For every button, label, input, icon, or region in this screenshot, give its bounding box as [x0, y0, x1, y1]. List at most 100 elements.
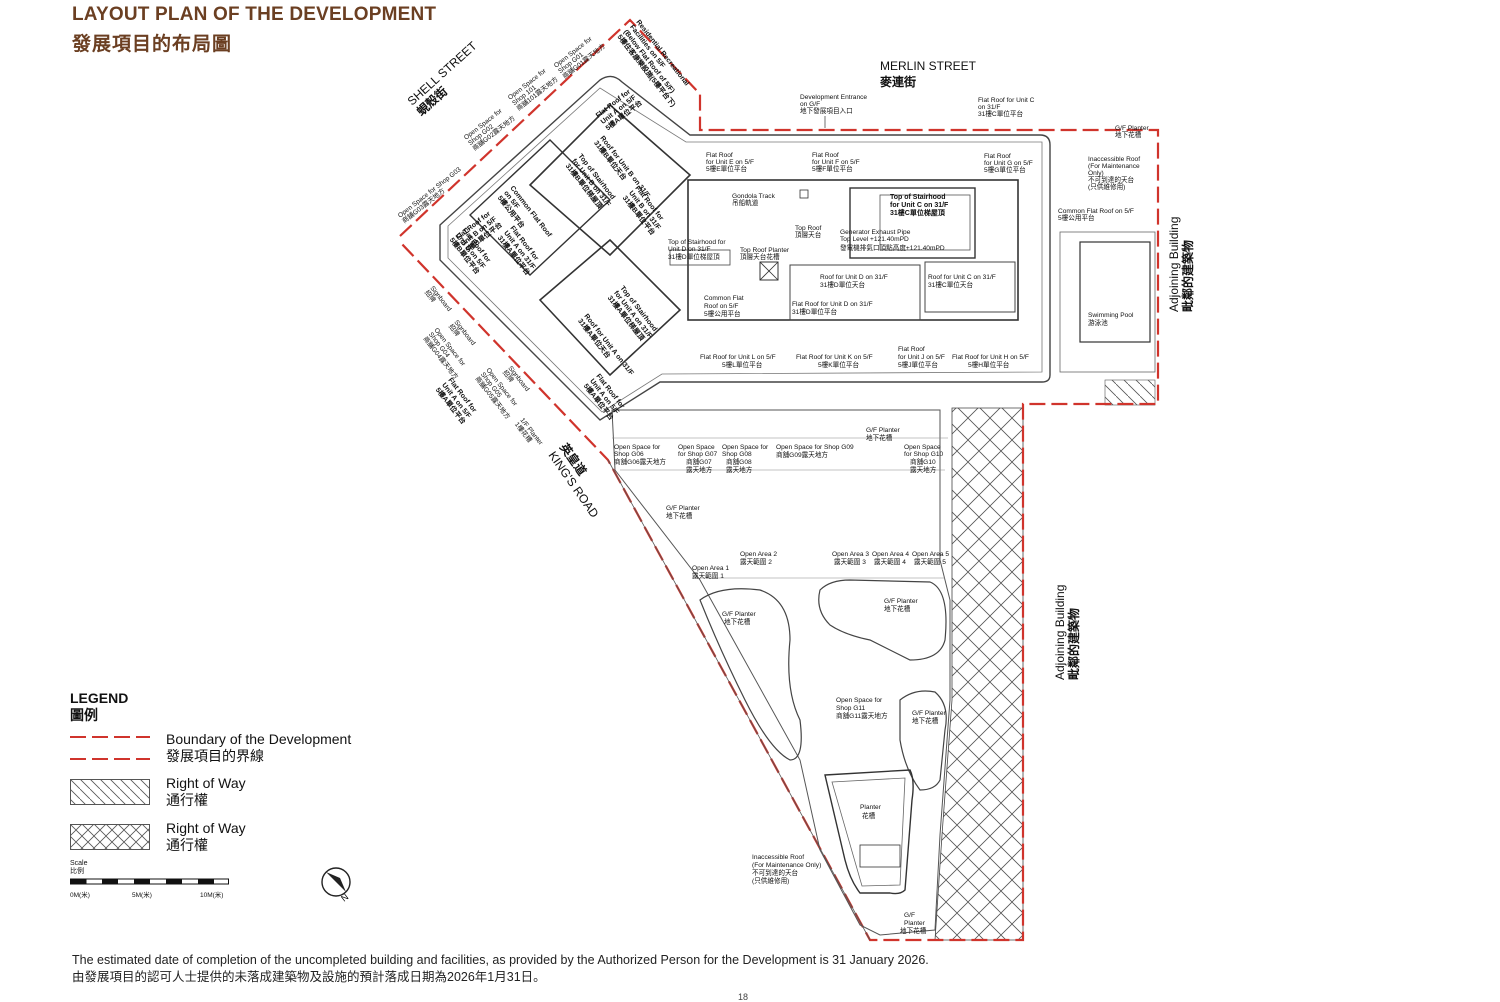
label-fr-f-2: for Unit F on 5/F [812, 159, 860, 166]
label-top-roof-zh: 頂層天台 [795, 230, 822, 239]
label-os-g07-zh-2: 露天地方 [686, 465, 713, 474]
label-gf-planter-6: G/F Planter [912, 710, 947, 717]
legend-boundary-zh: 發展項目的界線 [166, 748, 264, 764]
label-gf-planter-7: G/F [904, 912, 915, 919]
label-planter: Planter [860, 804, 882, 811]
label-os-g06-zh: 商舖G06露天地方 [614, 457, 666, 466]
label-os-g10-zh-2: 露天地方 [910, 465, 937, 474]
label-gondola: Gondola Track [732, 193, 776, 200]
label-inaccessible-zh-2: (只供維修用) [1088, 182, 1125, 191]
label-fr-e: Flat Roof [706, 152, 733, 159]
label-open-area-1-zh: 露天範圍 1 [692, 571, 724, 580]
plaza-boundary [611, 409, 951, 936]
label-fr-f-zh: 5樓F單位平台 [812, 164, 853, 173]
unit-d-roof-box [789, 264, 921, 321]
label-gf-planter-7-2: Planter [904, 920, 926, 927]
label-gf-planter-3: G/F Planter [666, 505, 701, 512]
scale-bar-graphic [70, 878, 229, 885]
label-os-g06: Open Space for [614, 444, 661, 451]
podium-inner-outline [447, 87, 1043, 413]
label-fr-c-zh: 31樓C單位平台 [978, 109, 1023, 118]
label-common-flat-2: Roof on 5/F [704, 303, 738, 310]
label-gf-planter-6-zh: 地下花槽 [912, 716, 939, 725]
label-swimming-pool: Swimming Pool [1088, 312, 1134, 319]
scale-tick-10: 10M(米) [200, 892, 224, 899]
tower-block-core [849, 187, 976, 259]
label-top-roof-planter-zh: 頂層天台花槽 [740, 252, 780, 261]
label-roof-c: Roof for Unit C on 31/F [928, 274, 996, 281]
label-open-area-3-zh: 露天範圍 3 [834, 557, 866, 566]
label-fr-l-zh: 5樓L單位平台 [722, 360, 763, 369]
label-fr-h: Flat Roof for Unit H on 5/F [952, 354, 1029, 361]
label-open-area-2-zh: 露天範圍 2 [740, 557, 772, 566]
scale-label: Scale [70, 860, 88, 867]
north-arrow: N [321, 867, 351, 904]
page-number: 18 [738, 992, 749, 1002]
label-os-g09: Open Space for Shop G09 [776, 444, 854, 451]
scale-tick-0: 0M(米) [70, 892, 90, 899]
label-fr-j: Flat Roof [898, 346, 925, 353]
label-inaccessible-2-sub: (For Maintenance Only) [752, 862, 821, 869]
planter-triangle [824, 769, 914, 895]
legend-swatch-boundary [70, 736, 150, 760]
label-open-area-5-zh: 露天範圍 5 [914, 557, 946, 566]
label-roof-d: Roof for Unit D on 31/F [820, 274, 888, 281]
legend-title-zh: 圖例 [70, 707, 98, 723]
label-common-flat: Common Flat [704, 295, 744, 302]
planter-blob-center [818, 579, 947, 661]
label-os-g11-zh: 商舖G11露天地方 [836, 711, 888, 720]
label-fr-d31: Flat Roof for Unit D on 31/F [792, 301, 873, 308]
page-title-chinese: 發展項目的布局圖 [72, 34, 233, 55]
swimming-pool [1079, 241, 1151, 343]
label-gf-planter-7-zh: 地下花槽 [900, 926, 927, 935]
label-stair-c-2: for Unit C on 31/F [890, 202, 949, 209]
legend-title: LEGEND 圖例 [70, 690, 128, 724]
north-arrow-head [326, 872, 346, 892]
planter-blob-right [899, 690, 947, 791]
adjoining-building-label-1-zh: 毗鄰的建築物 [1180, 240, 1195, 312]
adjoining-building-label-1: Adjoining Building [1167, 217, 1181, 312]
label-gf-planter-3-zh: 地下花槽 [666, 511, 693, 520]
label-os-g08-zh-2: 露天地方 [726, 465, 753, 474]
label-gf-planter-top: G/F Planter [1115, 125, 1150, 132]
legend-row-diagonal-en: Right of Way [166, 775, 246, 791]
label-gf-planter-2-zh: 地下花槽 [866, 433, 893, 442]
scale-tick-5: 5M(米) [132, 892, 152, 899]
merlin-street-label: MERLIN STREET [880, 59, 977, 73]
label-dev-entrance-zh: 地下發展項目入口 [800, 106, 853, 115]
footnote-zh: 由發展項目的認可人士提供的未落成建築物及設施的預計落成日期為2026年1月31日… [72, 970, 546, 984]
label-top-roof-planter: Top Roof Planter [740, 247, 790, 254]
tower-wing-lower [538, 238, 682, 377]
label-os-g07: Open Space [678, 444, 715, 451]
inaccessible-box [859, 844, 901, 868]
label-inaccessible-3: Only) [1088, 170, 1104, 177]
label-os-g03: Open Space for Shop G03 [397, 166, 463, 220]
label-gf-planter-4: G/F Planter [722, 611, 757, 618]
label-common-flat-5: Common Flat Roof on 5/F [1058, 208, 1134, 215]
label-top-roof: Top Roof [795, 225, 822, 232]
label-os-g10: Open Space [904, 444, 941, 451]
legend-boundary-en: Boundary of the Development [166, 731, 352, 747]
label-fr-g-2: for Unit G on 5/F [984, 160, 1033, 167]
label-inaccessible-2-zh: 不可到達的天台 [752, 868, 799, 877]
tower-wing-b [528, 103, 692, 257]
label-fr-l: Flat Roof for Unit L on 5/F [700, 354, 776, 361]
legend-row-cross-zh: 通行權 [166, 837, 208, 853]
label-stair-c-zh: 31樓C單位梯屋頂 [890, 208, 946, 217]
label-fr-k-zh: 5樓K單位平台 [818, 360, 859, 369]
label-os-g06-2: Shop G06 [614, 451, 644, 458]
north-label: N [339, 892, 350, 904]
legend-row-cross-en: Right of Way [166, 820, 246, 836]
completion-footnote: The estimated date of completion of the … [72, 952, 929, 986]
label-fr-e-2: for Unit E on 5/F [706, 159, 754, 166]
label-os-g07-2: for Shop G07 [678, 451, 718, 458]
label-gf-planter-2: G/F Planter [866, 427, 901, 434]
label-fr-j-zh: 5樓J單位平台 [898, 360, 938, 369]
label-fr-g: Flat Roof [984, 153, 1011, 160]
label-os-g11-2: Shop G11 [836, 705, 866, 712]
label-inaccessible: Inaccessible Roof [1088, 156, 1140, 163]
legend-swatch-diagonal [70, 779, 150, 805]
label-gen-pipe: Generator Exhaust Pipe [840, 229, 911, 236]
label-fr-f: Flat Roof [812, 152, 839, 159]
